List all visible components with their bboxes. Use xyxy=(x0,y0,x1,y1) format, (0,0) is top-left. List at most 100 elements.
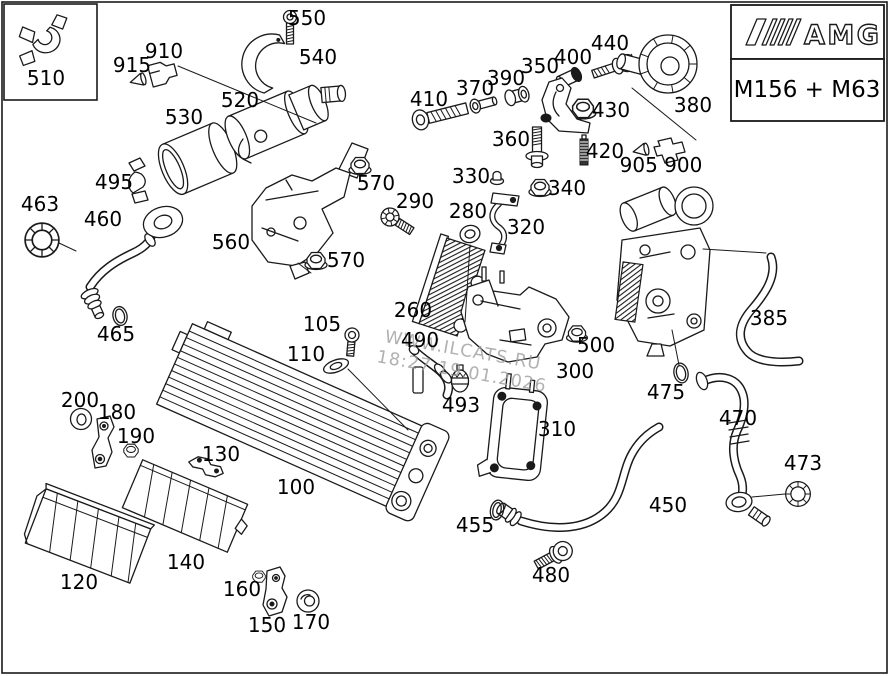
part-label-105: 105 xyxy=(303,312,341,336)
part-label-465: 465 xyxy=(97,322,135,346)
part-label-430: 430 xyxy=(592,98,630,122)
part-art-465 xyxy=(112,305,128,327)
part-art-200 xyxy=(69,407,93,431)
part-label-410: 410 xyxy=(410,87,448,111)
part-label-470: 470 xyxy=(719,406,757,430)
part-label-520: 520 xyxy=(221,88,259,112)
part-label-200: 200 xyxy=(61,388,99,412)
part-art-905 xyxy=(632,142,650,156)
part-label-460: 460 xyxy=(84,207,122,231)
amg-logo-text: AMG xyxy=(804,20,881,51)
model-box xyxy=(730,58,885,122)
part-label-130: 130 xyxy=(202,442,240,466)
part-label-495: 495 xyxy=(95,170,133,194)
part-art-100 xyxy=(155,321,450,522)
part-art-495 xyxy=(128,157,149,204)
part-art-280 xyxy=(459,224,481,244)
part-art-140 xyxy=(121,459,249,553)
part-label-260: 260 xyxy=(394,298,432,322)
part-art-410 xyxy=(411,102,470,131)
part-label-380: 380 xyxy=(674,93,712,117)
part-label-340: 340 xyxy=(548,176,586,200)
amg-logo: AMG xyxy=(745,18,881,52)
part-label-475: 475 xyxy=(647,380,685,404)
part-art-560 xyxy=(251,142,369,280)
part-art-150 xyxy=(262,566,288,617)
part-art-470 xyxy=(695,371,771,527)
part-label-120: 120 xyxy=(60,570,98,594)
part-art-pump-bracket-assembly xyxy=(614,186,714,357)
part-label-510: 510 xyxy=(27,66,65,90)
part-art-385 xyxy=(735,252,804,367)
part-art-310 xyxy=(476,373,549,482)
part-art-915 xyxy=(129,72,147,86)
part-art-110 xyxy=(322,358,350,374)
part-label-110: 110 xyxy=(287,342,325,366)
part-art-550 xyxy=(282,9,298,45)
title-block: AMG M156 + M63 xyxy=(730,4,885,122)
part-art-300 xyxy=(460,266,570,363)
part-label-385: 385 xyxy=(750,306,788,330)
part-label-350: 350 xyxy=(521,54,559,78)
part-label-160: 160 xyxy=(223,577,261,601)
part-label-905-900: 905 900 xyxy=(620,153,703,177)
part-label-915: 915 xyxy=(113,53,151,77)
part-label-455: 455 xyxy=(456,513,494,537)
part-label-310: 310 xyxy=(538,417,576,441)
part-art-170 xyxy=(296,589,320,613)
part-label-400: 400 xyxy=(554,45,592,69)
part-art-290 xyxy=(380,207,415,236)
part-art-900 xyxy=(653,137,686,164)
part-art-330 xyxy=(489,170,505,186)
part-art-910 xyxy=(146,61,178,88)
part-label-170: 170 xyxy=(292,610,330,634)
part-art-480 xyxy=(533,540,573,570)
part-label-540: 540 xyxy=(299,45,337,69)
part-label-490: 490 xyxy=(401,328,439,352)
model-code: M156 + M63 xyxy=(734,77,881,103)
part-art-493 xyxy=(450,364,470,393)
part-art-320 xyxy=(489,192,520,255)
part-label-140: 140 xyxy=(167,550,205,574)
part-label-570: 570 xyxy=(357,171,395,195)
part-label-450: 450 xyxy=(649,493,687,517)
part-label-280: 280 xyxy=(449,199,487,223)
part-label-370: 370 xyxy=(456,76,494,100)
part-label-150: 150 xyxy=(248,613,286,637)
part-art-540 xyxy=(241,33,286,94)
part-label-493: 493 xyxy=(442,393,480,417)
part-art-520 xyxy=(224,84,347,160)
part-art-473 xyxy=(785,481,811,507)
part-art-463 xyxy=(24,222,60,258)
leader-lines xyxy=(58,65,786,498)
part-label-500: 500 xyxy=(577,333,615,357)
part-label-390: 390 xyxy=(487,66,525,90)
part-label-530: 530 xyxy=(165,105,203,129)
part-label-550: 550 xyxy=(288,6,326,30)
part-art-490 xyxy=(408,344,454,400)
parts-artwork xyxy=(3,3,811,617)
part-label-290: 290 xyxy=(396,189,434,213)
part-art-510 xyxy=(18,14,68,67)
part-art-120 xyxy=(23,482,155,584)
part-label-440: 440 xyxy=(591,31,629,55)
part-art-350 xyxy=(540,77,591,134)
part-art-180 xyxy=(91,415,115,469)
part-label-473: 473 xyxy=(784,451,822,475)
part-art-460 xyxy=(80,205,184,320)
part-label-560: 560 xyxy=(212,230,250,254)
part-label-190: 190 xyxy=(117,424,155,448)
part-label-330: 330 xyxy=(452,164,490,188)
part-art-455 xyxy=(489,499,505,521)
part-label-480: 480 xyxy=(532,563,570,587)
part-art-420 xyxy=(579,134,589,166)
part-label-320: 320 xyxy=(507,215,545,239)
part-label-463: 463 xyxy=(21,192,59,216)
part-label-360: 360 xyxy=(492,127,530,151)
part-label-570: 570 xyxy=(327,248,365,272)
part-label-910: 910 xyxy=(145,39,183,63)
part-art-370 xyxy=(469,96,498,114)
